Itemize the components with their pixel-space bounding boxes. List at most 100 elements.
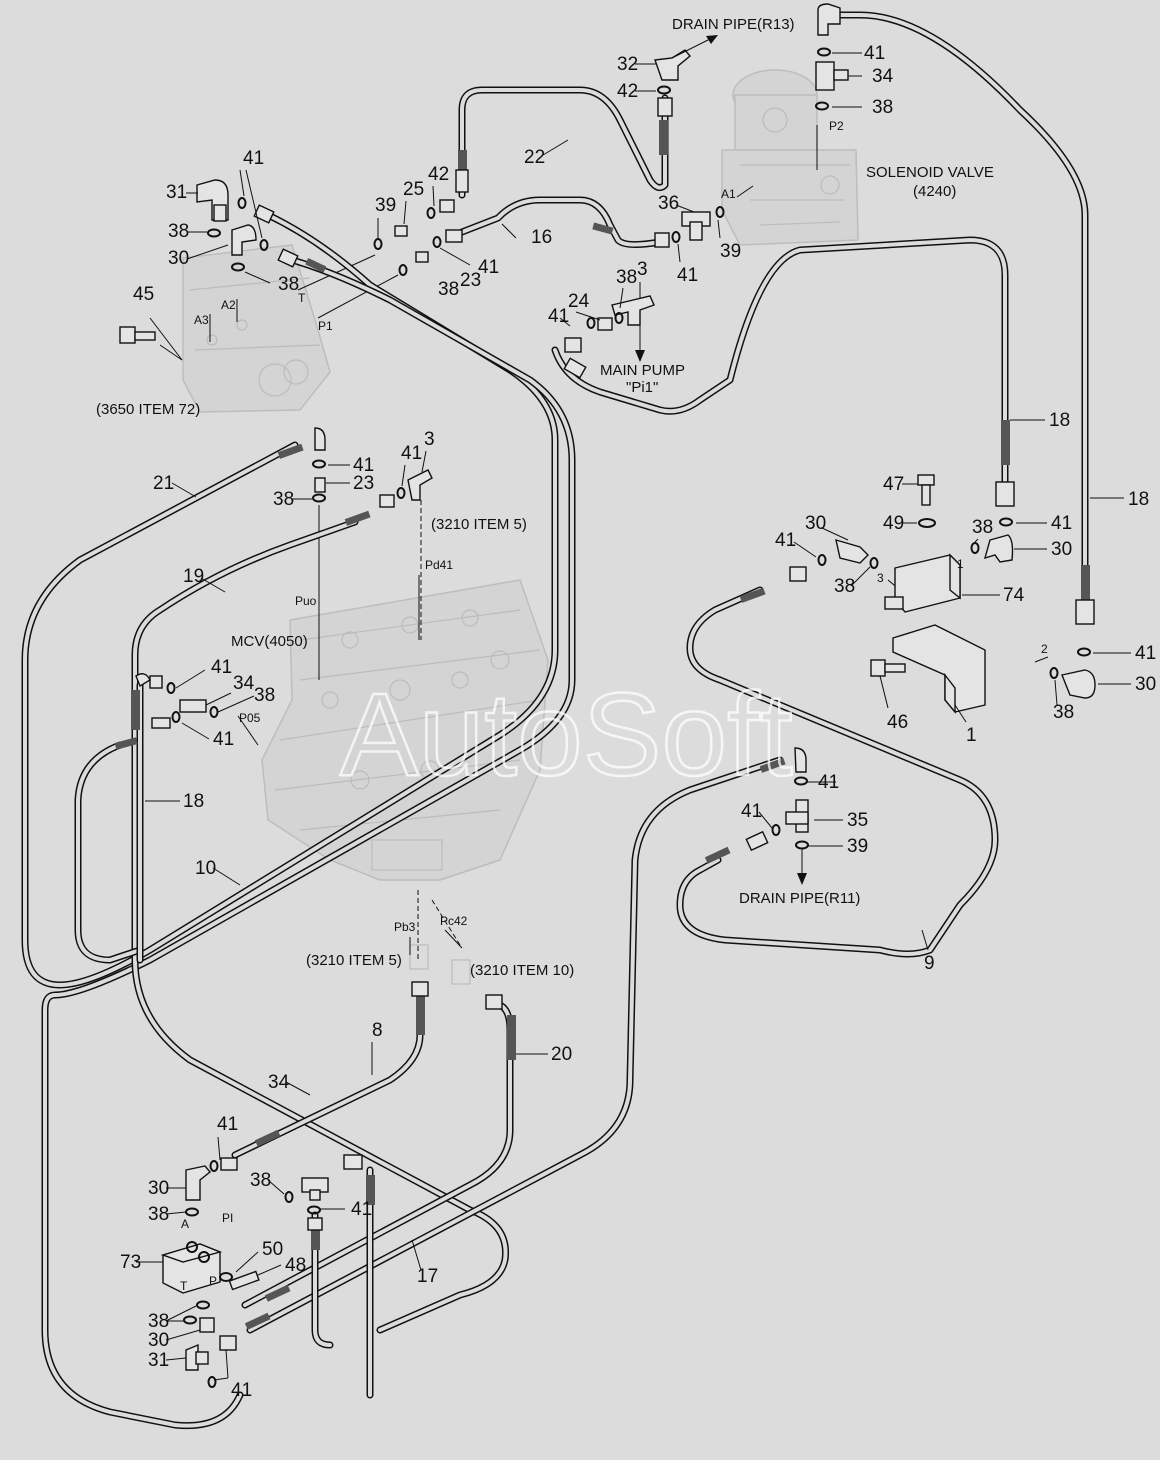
reference-note: "Pi1" xyxy=(626,379,658,396)
part-callout: 18 xyxy=(183,791,204,812)
part-callout: 41 xyxy=(211,657,232,678)
part-callout: 39 xyxy=(375,195,396,216)
part-callout: 20 xyxy=(551,1044,572,1065)
part-callout: 17 xyxy=(417,1266,438,1287)
solenoid-valve-ghost xyxy=(721,69,859,246)
port-label: Pb3 xyxy=(394,920,416,934)
part-callout: 41 xyxy=(478,257,499,278)
part-callout: 3 xyxy=(424,429,435,450)
part-callout: 31 xyxy=(148,1350,169,1371)
part-callout: 41 xyxy=(351,1199,372,1220)
part-callout: 48 xyxy=(285,1255,306,1276)
part-callout: 49 xyxy=(883,513,904,534)
fittings xyxy=(119,3,1096,1371)
part-callout: 41 xyxy=(818,772,839,793)
ghost-components xyxy=(182,69,859,985)
direction-arrows xyxy=(635,35,807,885)
reference-note: DRAIN PIPE(R11) xyxy=(739,890,860,907)
part-callout: 38 xyxy=(250,1170,271,1191)
port-label: T xyxy=(298,291,306,305)
part-callout: 39 xyxy=(720,241,741,262)
part-callout: 30 xyxy=(1051,539,1072,560)
part-callout: 24 xyxy=(568,291,590,312)
part-callout: 42 xyxy=(617,81,638,102)
part-callout: 30 xyxy=(168,248,189,269)
watermark-text: AutoSoft xyxy=(340,669,793,801)
part-callout: 46 xyxy=(887,712,908,733)
part-callout: 41 xyxy=(231,1380,252,1401)
part-callout: 22 xyxy=(524,147,545,168)
pipes xyxy=(21,11,1089,1430)
part-callout: 25 xyxy=(403,179,424,200)
part-callout: 41 xyxy=(677,265,698,286)
part-callout: 35 xyxy=(847,810,868,831)
port-label: T xyxy=(180,1279,188,1293)
port-label: 2 xyxy=(1041,642,1048,656)
part-callout: 30 xyxy=(148,1178,169,1199)
part-callout: 38 xyxy=(254,685,275,706)
part-callout: 41 xyxy=(217,1114,238,1135)
part-callout: 18 xyxy=(1049,410,1070,431)
part-callout: 38 xyxy=(278,274,299,295)
reference-note: (3650 ITEM 72) xyxy=(96,401,200,418)
part-callout: 38 xyxy=(1053,702,1074,723)
part-callout: 38 xyxy=(168,221,189,242)
part-callout: 34 xyxy=(233,673,255,694)
reference-note: (4240) xyxy=(913,183,956,200)
port-label: A2 xyxy=(221,298,236,312)
part-callout: 38 xyxy=(148,1204,169,1225)
port-label: P05 xyxy=(239,711,261,725)
reference-note: MCV(4050) xyxy=(231,633,308,650)
part-callout: 34 xyxy=(268,1072,290,1093)
part-callout: 23 xyxy=(353,473,374,494)
mcv-ghost xyxy=(261,579,549,881)
hose-crimps xyxy=(114,120,1090,1330)
port-label: Pd41 xyxy=(425,558,453,572)
part-callout: 41 xyxy=(741,801,762,822)
part-callout: 41 xyxy=(213,729,234,750)
part-callout: 38 xyxy=(273,489,294,510)
part-callout: 1 xyxy=(966,725,977,746)
port-label: PI xyxy=(222,1211,233,1225)
reference-note: SOLENOID VALVE xyxy=(866,164,994,181)
reference-notes: DRAIN PIPE(R13)SOLENOID VALVE(4240)MAIN … xyxy=(96,16,994,979)
part-callout: 36 xyxy=(658,193,679,214)
part-callout: 23 xyxy=(460,270,481,291)
part-callout: 45 xyxy=(133,284,154,305)
part-callout: 50 xyxy=(262,1239,283,1260)
part-callout: 10 xyxy=(195,858,216,879)
part-callout: 41 xyxy=(548,306,569,327)
part-callout: 38 xyxy=(148,1311,169,1332)
reference-note: MAIN PUMP xyxy=(600,362,685,379)
reference-note: (3210 ITEM 5) xyxy=(306,952,402,969)
part-callout: 32 xyxy=(617,54,638,75)
part-callout: 30 xyxy=(1135,674,1156,695)
part-callout: 42 xyxy=(428,164,449,185)
port-label: 1 xyxy=(957,557,964,571)
part-callout: 8 xyxy=(372,1020,383,1041)
reference-note: (3210 ITEM 10) xyxy=(470,962,574,979)
part-callout: 18 xyxy=(1128,489,1149,510)
part-callout: 38 xyxy=(972,517,993,538)
part-callout: 73 xyxy=(120,1252,141,1273)
part-callout: 41 xyxy=(864,43,885,64)
part-callout: 41 xyxy=(1051,513,1072,534)
part-callout: 41 xyxy=(243,148,264,169)
part-callout: 74 xyxy=(1003,585,1025,606)
part-callout: 30 xyxy=(805,513,826,534)
part-callout: 30 xyxy=(148,1330,169,1351)
port-label: A3 xyxy=(194,313,209,327)
part-callout: 38 xyxy=(872,97,893,118)
part-callout: 34 xyxy=(872,66,894,87)
part-callout: 38 xyxy=(834,576,855,597)
port-label: P1 xyxy=(318,319,333,333)
part-callout: 41 xyxy=(1135,643,1156,664)
part-callout: 41 xyxy=(353,455,374,476)
part-callout: 21 xyxy=(153,473,174,494)
part-callout: 38 xyxy=(438,279,459,300)
part-callout: 47 xyxy=(883,474,904,495)
